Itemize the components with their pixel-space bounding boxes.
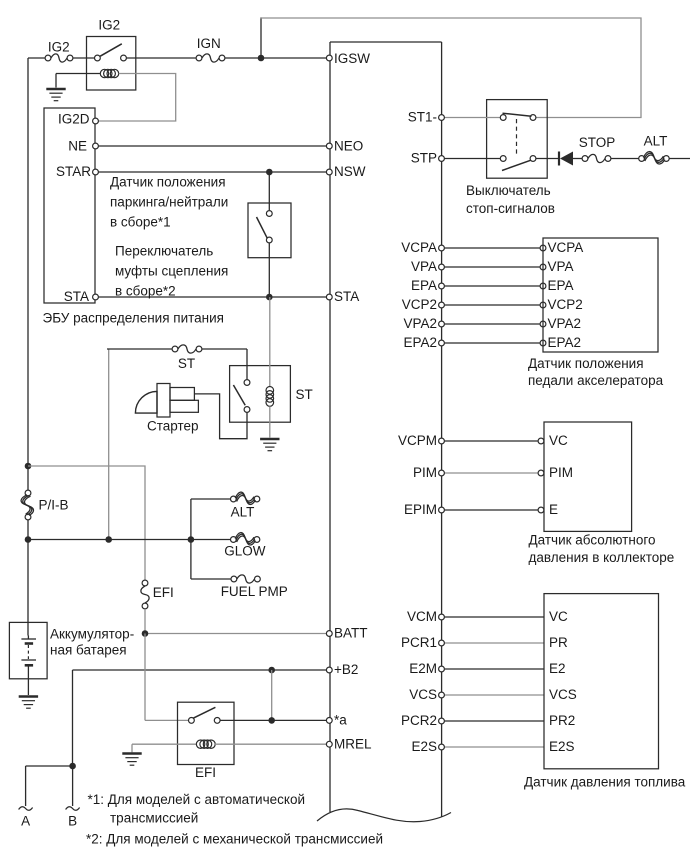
svg-text:муфты сцепления: муфты сцепления	[115, 264, 228, 279]
svg-text:PCR1: PCR1	[401, 635, 437, 650]
svg-text:STP: STP	[411, 151, 437, 166]
svg-text:VPA: VPA	[548, 259, 574, 274]
svg-text:VCP2: VCP2	[402, 297, 437, 312]
svg-text:ЭБУ распределения питания: ЭБУ распределения питания	[43, 311, 224, 326]
svg-text:VPA2: VPA2	[548, 316, 582, 331]
svg-text:Стартер: Стартер	[147, 419, 199, 434]
svg-text:P/I-B: P/I-B	[39, 498, 69, 513]
svg-text:PIM: PIM	[413, 465, 437, 480]
svg-text:E2: E2	[549, 661, 566, 676]
svg-text:Выключатель: Выключатель	[466, 183, 551, 198]
svg-text:PCR2: PCR2	[401, 713, 437, 728]
svg-text:IGSW: IGSW	[334, 51, 370, 66]
svg-text:EFI: EFI	[195, 765, 216, 780]
svg-text:NEO: NEO	[334, 138, 363, 153]
svg-text:GLOW: GLOW	[224, 543, 266, 558]
svg-text:в сборе*2: в сборе*2	[115, 284, 176, 299]
svg-text:EPA: EPA	[411, 278, 437, 293]
svg-text:Датчик положения: Датчик положения	[110, 175, 226, 190]
svg-text:стоп-сигналов: стоп-сигналов	[466, 201, 555, 216]
svg-text:VPA: VPA	[411, 259, 437, 274]
svg-text:EPIM: EPIM	[404, 502, 437, 517]
svg-text:VCPM: VCPM	[398, 433, 437, 448]
svg-text:B: B	[68, 814, 77, 829]
svg-text:EPA2: EPA2	[548, 335, 582, 350]
svg-text:EPA: EPA	[548, 278, 574, 293]
svg-text:VCPA: VCPA	[548, 240, 584, 255]
svg-text:Аккумулятор-: Аккумулятор-	[50, 627, 134, 642]
svg-text:E: E	[549, 502, 558, 517]
svg-text:давления в коллекторе: давления в коллекторе	[529, 550, 675, 565]
svg-text:BATT: BATT	[334, 626, 368, 641]
svg-text:Датчик давления топлива: Датчик давления топлива	[524, 775, 686, 790]
svg-text:педали акселератора: педали акселератора	[528, 373, 664, 388]
svg-text:VCM: VCM	[407, 609, 437, 624]
svg-text:PIM: PIM	[549, 465, 573, 480]
svg-text:*1: Для моделей с автоматическ: *1: Для моделей с автоматической	[88, 792, 306, 807]
svg-text:MREL: MREL	[334, 736, 372, 751]
svg-text:VCP2: VCP2	[548, 297, 583, 312]
svg-text:EFI: EFI	[153, 585, 174, 600]
svg-text:IG2: IG2	[98, 18, 120, 33]
svg-text:трансмиссией: трансмиссией	[110, 811, 198, 826]
svg-text:Переключатель: Переключатель	[115, 244, 213, 259]
svg-text:VCPA: VCPA	[401, 240, 437, 255]
svg-text:E2M: E2M	[409, 661, 437, 676]
svg-text:E2S: E2S	[549, 739, 575, 754]
svg-text:ная батарея: ная батарея	[50, 643, 127, 658]
svg-text:IGN: IGN	[197, 36, 221, 51]
svg-text:STAR: STAR	[56, 164, 91, 179]
svg-text:VC: VC	[549, 609, 568, 624]
svg-text:STA: STA	[64, 289, 89, 304]
svg-text:ST: ST	[296, 387, 313, 402]
svg-text:VC: VC	[549, 433, 568, 448]
svg-text:NE: NE	[68, 138, 87, 153]
svg-text:ALT: ALT	[231, 504, 255, 519]
svg-text:VPA2: VPA2	[403, 316, 437, 331]
svg-text:FUEL PMP: FUEL PMP	[221, 584, 288, 599]
svg-text:ALT: ALT	[644, 134, 668, 149]
svg-text:IG2: IG2	[48, 40, 70, 55]
svg-text:NSW: NSW	[334, 164, 366, 179]
svg-text:PR: PR	[549, 635, 568, 650]
svg-text:EPA2: EPA2	[403, 335, 437, 350]
svg-text:STA: STA	[334, 289, 359, 304]
svg-text:VCS: VCS	[549, 687, 577, 702]
svg-text:*2: Для моделей с механической: *2: Для моделей с механической трансмисс…	[86, 832, 383, 847]
svg-text:*a: *a	[334, 713, 347, 728]
svg-text:IG2D: IG2D	[58, 112, 90, 127]
svg-text:в сборе*1: в сборе*1	[110, 215, 171, 230]
svg-text:ST1-: ST1-	[408, 110, 437, 125]
svg-text:Датчик абсолютного: Датчик абсолютного	[529, 533, 656, 548]
svg-text:PR2: PR2	[549, 713, 575, 728]
svg-text:+B2: +B2	[334, 662, 358, 677]
svg-text:STOP: STOP	[579, 135, 616, 150]
svg-text:Датчик положения: Датчик положения	[528, 356, 644, 371]
svg-text:A: A	[21, 814, 30, 829]
svg-text:E2S: E2S	[411, 739, 437, 754]
svg-text:VCS: VCS	[409, 687, 437, 702]
svg-text:ST: ST	[178, 356, 195, 371]
svg-text:паркинга/нейтрали: паркинга/нейтрали	[110, 195, 228, 210]
